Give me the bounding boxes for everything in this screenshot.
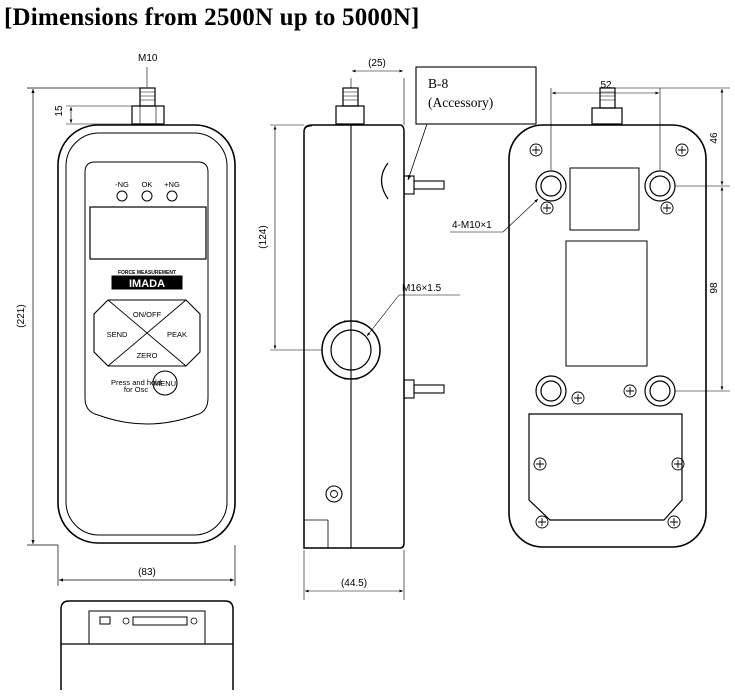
button-menu: MENU: [154, 379, 176, 388]
rear-corner-screws: [529, 143, 689, 529]
front-panel: [84, 161, 209, 425]
battery-cover: [528, 413, 683, 521]
rear-hole-label: 4-M10×1: [452, 220, 492, 231]
menu-hint-line2: for Osc: [124, 385, 148, 394]
page-title: [Dimensions from 2500N up to 5000N]: [4, 4, 420, 31]
side-dim-height: (124): [258, 225, 269, 248]
accessory-label-line2: (Accessory): [428, 95, 493, 110]
rear-dim-hole-spacing-x: 52: [600, 80, 612, 91]
rear-dim-top-to-hole: 46: [709, 132, 720, 144]
accessory-label-line1: B-8: [428, 76, 449, 91]
led-ng-plus: [166, 190, 178, 202]
button-peak: PEAK: [167, 330, 187, 339]
bottom-view: [60, 600, 234, 690]
led-ok: [141, 190, 153, 202]
menu-hint-line1: Press and hold: [111, 378, 161, 387]
brand-tagline: FORCE MEASUREMENT: [118, 270, 176, 276]
side-thread-label: M16×1.5: [402, 283, 442, 294]
front-stud: [139, 87, 156, 107]
rear-mounting-holes: [535, 170, 676, 407]
led-label-ng-plus: +NG: [164, 180, 180, 189]
led-ng-minus: [116, 190, 128, 202]
brand-logo: [111, 275, 183, 290]
rear-dim-hole-spacing-y: 98: [709, 282, 720, 294]
side-dim-depth: (44.5): [341, 578, 367, 589]
rear-view: [450, 87, 730, 548]
side-view: [270, 66, 537, 600]
brand-name: IMADA: [129, 278, 165, 290]
front-body-inner: [65, 132, 228, 536]
lcd-screen: [89, 206, 207, 260]
led-label-ng-minus: -NG: [115, 180, 129, 189]
accessory-b8: [380, 162, 389, 200]
front-body-outline: [57, 124, 236, 544]
front-dim-width: (83): [138, 567, 156, 578]
bottom-body-outline: [60, 600, 234, 690]
serial-port: [132, 616, 188, 626]
accessory-callout: [415, 66, 537, 125]
button-on-off: ON/OFF: [133, 310, 162, 319]
usb-port: [99, 616, 111, 625]
led-label-ok: OK: [142, 180, 153, 189]
button-send: SEND: [107, 330, 128, 339]
rear-label-middle: [565, 240, 648, 367]
front-dim-stud-height: 15: [54, 105, 65, 117]
button-zero: ZERO: [137, 351, 158, 360]
bottom-connector-panel: [88, 610, 206, 645]
front-stud-nut: [131, 105, 165, 125]
rear-body-outline: [508, 124, 707, 548]
front-thread-label: M10: [138, 53, 158, 64]
rear-label-top: [569, 167, 640, 231]
front-dim-total-height: (221): [16, 304, 27, 327]
side-body-outline: [303, 124, 405, 549]
side-dim-top-offset: (25): [368, 58, 386, 69]
front-view: [27, 67, 236, 586]
menu-button: [152, 370, 178, 396]
